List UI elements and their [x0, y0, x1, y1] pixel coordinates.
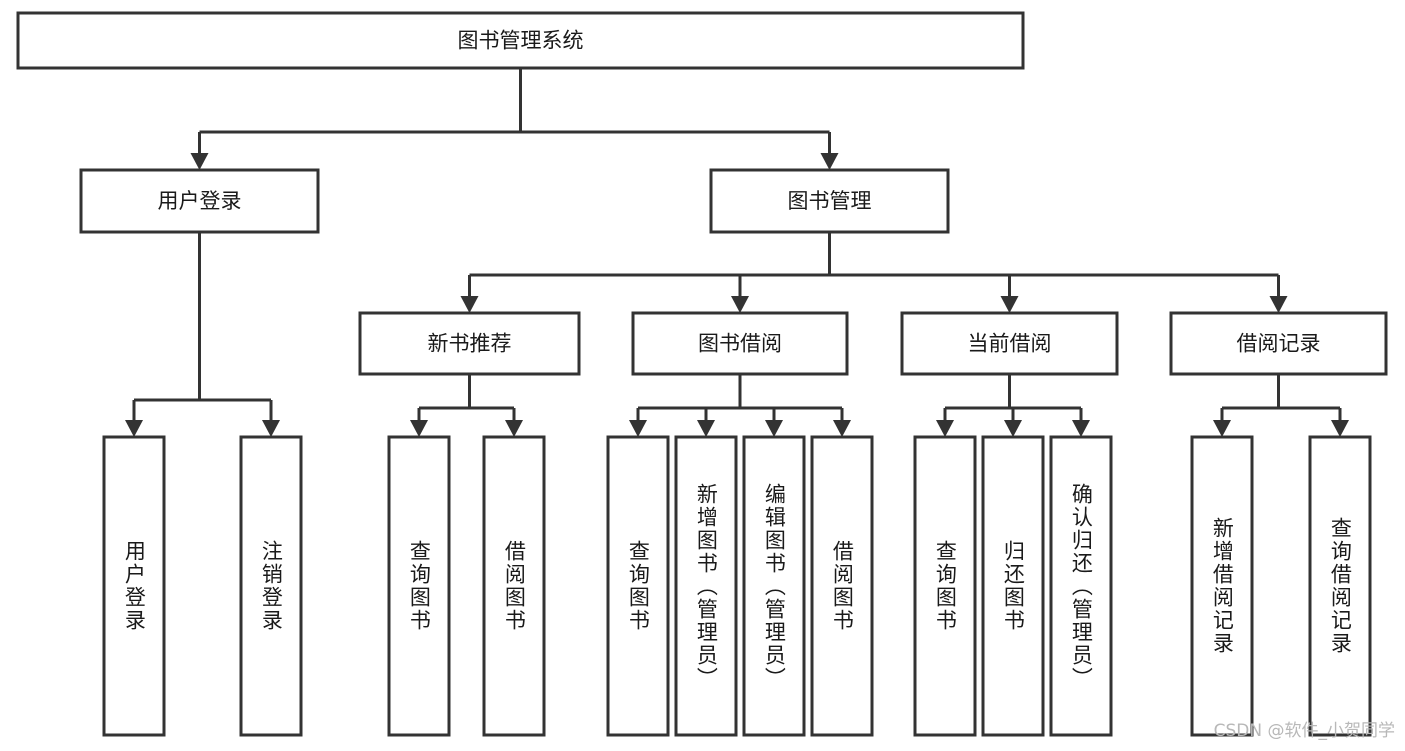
arrow-head-root-1: [820, 153, 839, 170]
arrow-head-root-0: [190, 153, 209, 170]
node-box-user-login[interactable]: [79, 168, 320, 234]
boxes-layer: [16, 11, 1388, 737]
arrow-head-borrow-record-1: [1331, 420, 1349, 437]
node-box-leaf-borrow-book[interactable]: [810, 435, 874, 737]
node-box-new-book-recommend[interactable]: [358, 311, 581, 376]
node-label-current-borrow: 当前借阅: [968, 332, 1052, 356]
node-box-root[interactable]: [16, 11, 1025, 70]
arrow-head-book-borrow-1: [697, 420, 715, 437]
arrow-head-current-borrow-2: [1072, 420, 1090, 437]
node-box-leaf-confirm-return[interactable]: [1049, 435, 1113, 737]
arrow-head-user-login-0: [125, 420, 143, 437]
node-box-borrow-record[interactable]: [1169, 311, 1388, 376]
node-box-leaf-user-login[interactable]: [102, 435, 166, 737]
node-box-current-borrow[interactable]: [900, 311, 1119, 376]
node-box-leaf-edit-book[interactable]: [742, 435, 806, 737]
node-label-user-login: 用户登录: [158, 189, 242, 213]
node-label-new-book-recommend: 新书推荐: [428, 332, 512, 356]
arrow-head-book-borrow-0: [629, 420, 647, 437]
node-box-leaf-query-book-borrow[interactable]: [606, 435, 670, 737]
node-box-leaf-borrow-book-rec[interactable]: [482, 435, 546, 737]
watermark-text: CSDN @软件_小贺同学: [1213, 721, 1395, 741]
node-label-book-borrow: 图书借阅: [698, 332, 782, 356]
arrow-head-borrow-record-0: [1213, 420, 1231, 437]
node-box-leaf-query-record[interactable]: [1308, 435, 1372, 737]
arrow-head-book-manage-0: [460, 296, 479, 313]
arrow-head-book-borrow-2: [765, 420, 783, 437]
node-box-leaf-add-book[interactable]: [674, 435, 738, 737]
node-box-leaf-return-book[interactable]: [981, 435, 1045, 737]
arrow-head-new-book-recommend-0: [410, 420, 428, 437]
arrow-head-book-borrow-3: [833, 420, 851, 437]
node-label-book-manage: 图书管理: [788, 189, 872, 213]
node-box-leaf-logout[interactable]: [239, 435, 303, 737]
arrow-head-new-book-recommend-1: [505, 420, 523, 437]
arrow-head-book-manage-2: [1000, 296, 1019, 313]
arrow-head-current-borrow-0: [936, 420, 954, 437]
connectors-layer: [125, 68, 1349, 437]
arrow-head-book-manage-1: [731, 296, 749, 313]
node-box-leaf-query-book-current[interactable]: [913, 435, 977, 737]
node-box-book-manage[interactable]: [709, 168, 950, 234]
node-label-root: 图书管理系统: [458, 29, 584, 53]
node-box-book-borrow[interactable]: [631, 311, 849, 376]
arrow-head-book-manage-3: [1269, 296, 1288, 313]
node-box-leaf-add-record[interactable]: [1190, 435, 1254, 737]
node-box-leaf-query-book-rec[interactable]: [387, 435, 451, 737]
node-label-borrow-record: 借阅记录: [1237, 332, 1321, 356]
arrow-head-current-borrow-1: [1004, 420, 1022, 437]
arrow-head-user-login-1: [262, 420, 280, 437]
